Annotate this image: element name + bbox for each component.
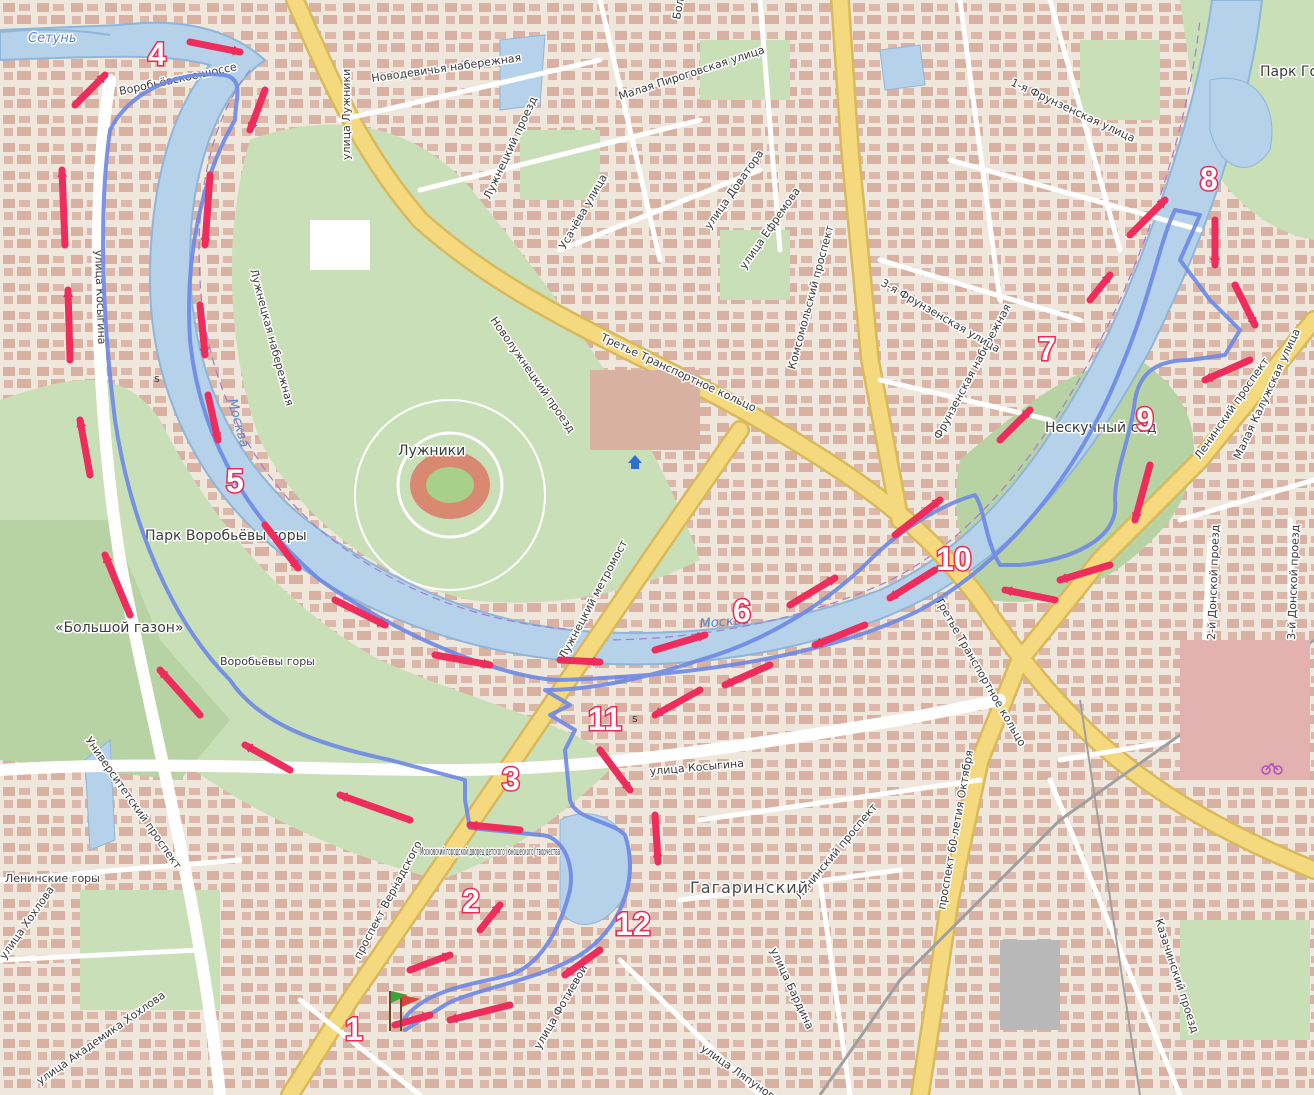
- label-setun: Сетунь: [28, 31, 77, 46]
- pond-4: [1209, 77, 1273, 168]
- stop-2: 2: [462, 883, 480, 919]
- label-leninskie-gory: Ленинские горы: [5, 872, 100, 885]
- label-bolshoy-gazon: «Большой газон»: [55, 620, 184, 636]
- building-block-1: [590, 370, 700, 450]
- park-small-5: [1180, 920, 1310, 1040]
- label-s-2: s: [632, 712, 638, 725]
- shelter-icon: [628, 455, 642, 469]
- label-moskva-2: Москва: [699, 613, 750, 632]
- stop-6: 6: [733, 593, 751, 629]
- park-small-1: [700, 40, 790, 100]
- stop-3: 3: [502, 761, 520, 797]
- stop-10: 10: [936, 541, 972, 577]
- label-moskovsky-dvorets: Московский городской дворец детского (юн…: [420, 845, 560, 858]
- parks: [0, 0, 1314, 1040]
- label-donskoy-3: 3-й Донской проезд: [1285, 524, 1302, 640]
- label-vorobyovy-gory: Воробьёвы горы: [220, 655, 315, 668]
- park-vorobyovy-gory-west: [0, 520, 230, 780]
- pond-2: [499, 34, 546, 111]
- direction-arrows: [57, 38, 1259, 1029]
- pond-3: [879, 44, 926, 91]
- stop-11: 11: [588, 701, 622, 737]
- stop-1: 1: [345, 1011, 363, 1047]
- building-block-4: [1180, 640, 1310, 780]
- park-vorobyovy-gory: [0, 380, 620, 880]
- label-donskoy-2: 2-й Донской проезд: [1205, 524, 1222, 640]
- label-gagarinsky: Гагаринский: [690, 878, 809, 897]
- label-s-1: s: [154, 372, 160, 385]
- stop-numbers: 1 2 3 4 5 6 7 8 9 10 11 12: [147, 35, 1220, 1049]
- label-park-gorkogo: Парк Го: [1260, 64, 1314, 80]
- park-small-4: [520, 130, 600, 200]
- stop-8: 8: [1200, 161, 1218, 197]
- building-block-3: [1000, 940, 1060, 1030]
- stop-12: 12: [615, 906, 651, 942]
- river-setun: [0, 28, 111, 36]
- flag-icon[interactable]: [389, 991, 420, 1031]
- route: [101, 72, 1242, 1032]
- label-luzhniki-street: улица Лужники: [340, 69, 353, 160]
- route-line: [101, 72, 1242, 1032]
- stop-7: 7: [1038, 331, 1056, 367]
- stop-4: 4: [148, 36, 166, 72]
- bicycle-icon: [1261, 762, 1283, 775]
- park-small-3: [1080, 40, 1160, 120]
- stop-9: 9: [1136, 401, 1154, 437]
- building-block-2: [310, 220, 370, 270]
- label-luzhniki: Лужники: [398, 443, 465, 459]
- luzhniki-stadium: [354, 399, 546, 591]
- stop-5: 5: [226, 463, 244, 499]
